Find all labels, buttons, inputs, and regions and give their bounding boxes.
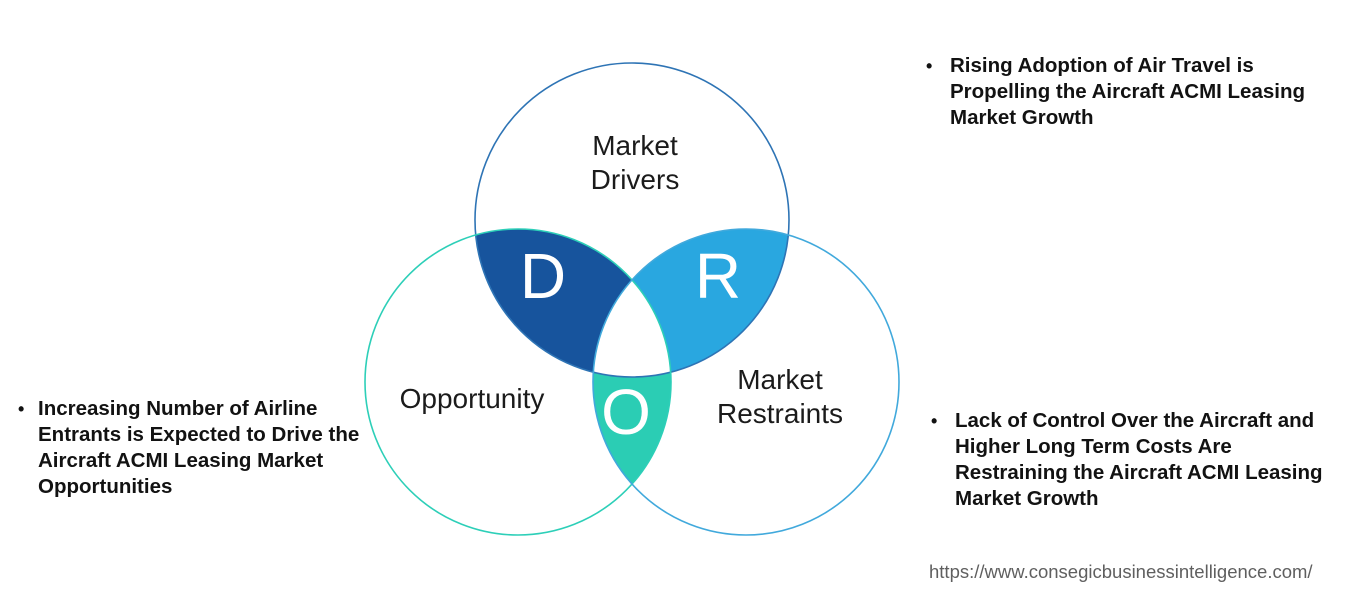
restraints-circle-outline: [592, 228, 900, 536]
restraints-bullet-text: Lack of Control Over the Aircraft and Hi…: [955, 408, 1323, 512]
restraints-bullet-line4: Market Growth: [955, 487, 1099, 510]
bullet-dot-icon: •: [926, 56, 933, 76]
source-url: https://www.consegicbusinessintelligence…: [929, 561, 1313, 582]
opportunity-bullet-line2: Entrants is Expected to Drive the: [38, 423, 360, 446]
opportunity-bullet-line4: Opportunities: [38, 475, 173, 498]
opportunity-circle-outline: [364, 228, 672, 536]
drivers-bullet: • Rising Adoption of Air Travel is Prope…: [926, 53, 1305, 131]
restraints-bullet: • Lack of Control Over the Aircraft and …: [931, 408, 1323, 512]
drivers-bullet-line1: Rising Adoption of Air Travel is: [950, 54, 1254, 77]
region-r-fill: [593, 229, 789, 377]
restraints-label-line1: Market: [737, 364, 823, 395]
letter-d: D: [519, 240, 567, 312]
opportunity-bullet-text: Increasing Number of Airline Entrants is…: [38, 396, 359, 500]
drivers-bullet-line2: Propelling the Aircraft ACMI Leasing: [950, 80, 1305, 103]
opportunity-bullet-line3: Aircraft ACMI Leasing Market: [38, 449, 324, 472]
restraints-label-line2: Restraints: [716, 398, 844, 429]
letter-r: R: [694, 240, 742, 312]
region-d-fill: [475, 229, 671, 377]
letter-o: O: [601, 376, 651, 448]
opportunity-bullet: • Increasing Number of Airline Entrants …: [18, 396, 359, 500]
bullet-dot-icon: •: [18, 399, 25, 419]
bullet-dot-icon: •: [931, 411, 938, 431]
drivers-bullet-text: Rising Adoption of Air Travel is Propell…: [950, 53, 1305, 131]
drivers-label-line1: Market: [592, 130, 678, 161]
restraints-bullet-line1: Lack of Control Over the Aircraft and: [955, 409, 1315, 432]
drivers-label-line2: Drivers: [590, 164, 680, 195]
restraints-circle-label: Market Restraints: [717, 363, 843, 431]
restraints-bullet-line2: Higher Long Term Costs Are: [955, 435, 1232, 458]
drivers-bullet-line3: Market Growth: [950, 106, 1094, 129]
opportunity-bullet-line1: Increasing Number of Airline: [38, 397, 318, 420]
restraints-bullet-line3: Restraining the Aircraft ACMI Leasing: [955, 461, 1323, 484]
opportunity-circle-label: Opportunity: [399, 383, 545, 414]
drivers-circle-outline: [474, 62, 790, 378]
drivers-circle-label: Market Drivers: [591, 129, 680, 197]
